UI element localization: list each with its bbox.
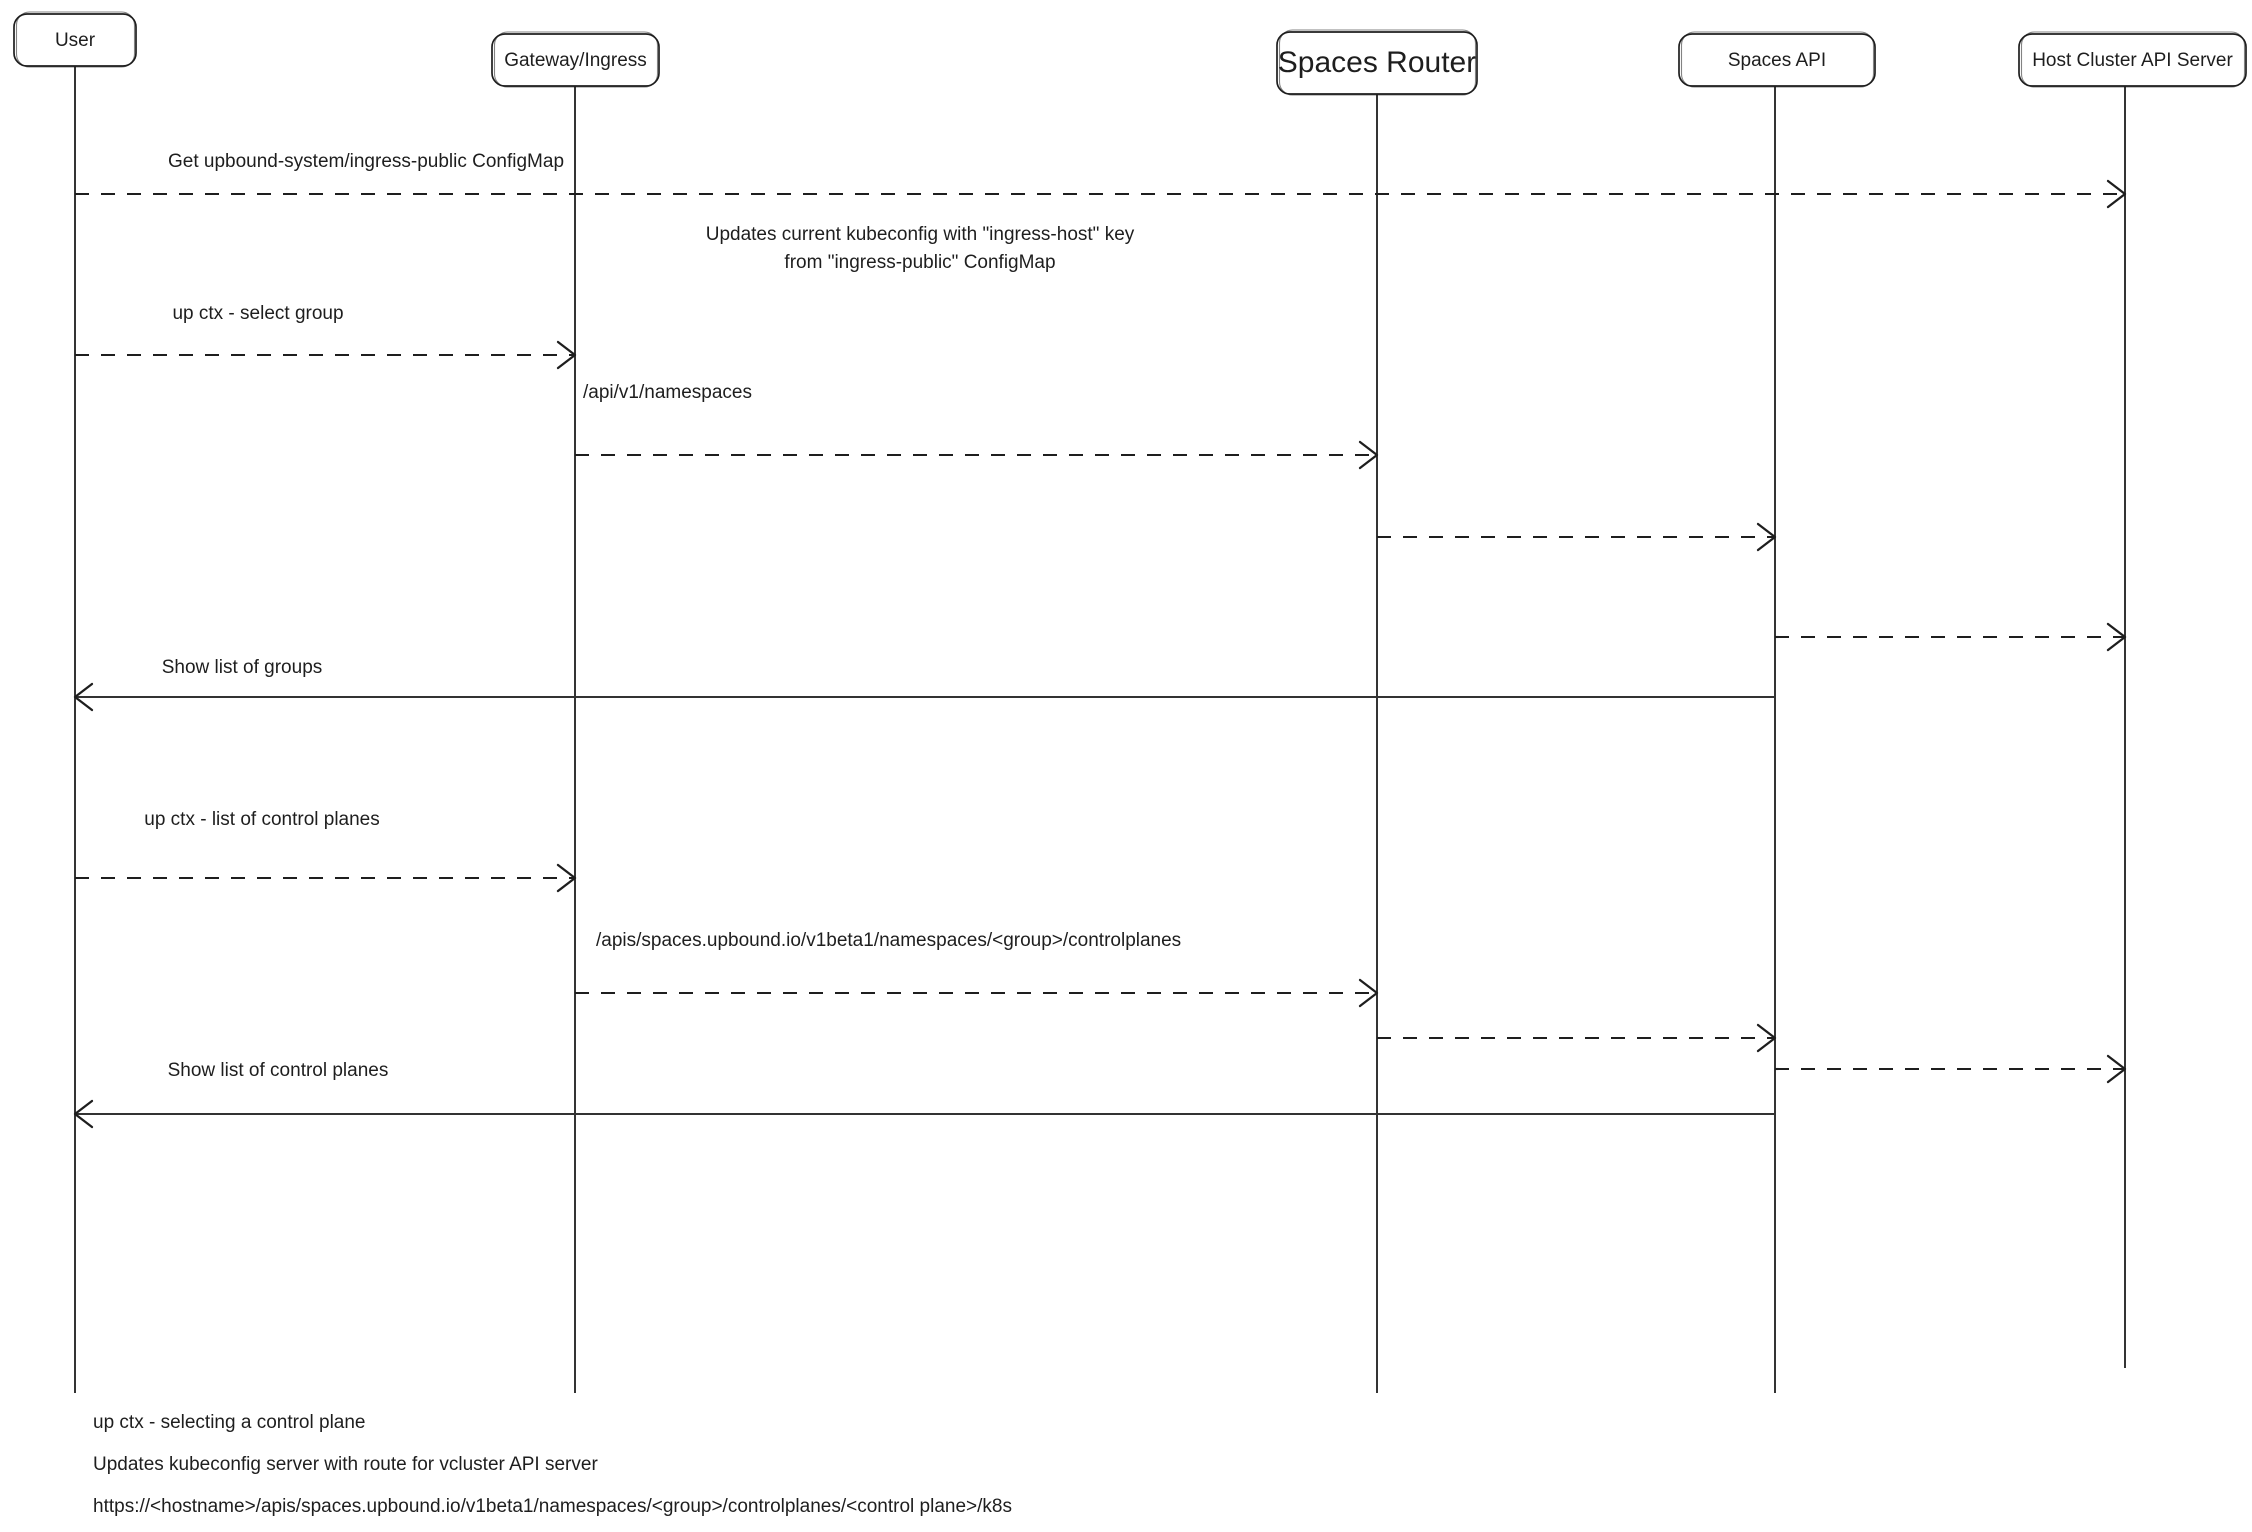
message-m1: Get upbound-system/ingress-public Config… <box>75 151 2127 209</box>
arrow-head-icon <box>1358 440 1379 470</box>
message-label: Updates current kubeconfig with "ingress… <box>706 224 1135 245</box>
participant-box-user[interactable]: User <box>13 11 137 68</box>
message-m6 <box>1775 622 2127 652</box>
arrow-head-icon <box>1756 522 1777 552</box>
arrow-head-icon <box>2106 179 2127 209</box>
message-m7: Show list of groups <box>73 657 1775 712</box>
arrow-head-icon <box>2106 622 2127 652</box>
message-m12: Show list of control planes <box>73 1060 1775 1129</box>
participant-box-sketch-stroke <box>15 11 136 68</box>
message-m8: up ctx - list of control planes <box>75 809 577 893</box>
participant-box-spapi[interactable]: Spaces API <box>1678 31 1876 88</box>
arrow-head-icon <box>73 1099 94 1129</box>
participant-box-sketch-stroke <box>1278 29 1477 96</box>
message-label: /api/v1/namespaces <box>583 382 752 403</box>
footer-note-n1: up ctx - selecting a control plane <box>93 1412 366 1433</box>
participant-box-router[interactable]: Spaces Router <box>1276 29 1478 96</box>
footer-note-n3: https://<hostname>/apis/spaces.upbound.i… <box>93 1496 1012 1517</box>
participant-label-spapi: Spaces API <box>1728 50 1826 71</box>
participant-box-outline <box>1678 33 1876 87</box>
notes-layer: up ctx - selecting a control planeUpdate… <box>93 1412 1012 1517</box>
messages-layer: Get upbound-system/ingress-public Config… <box>73 151 2127 1129</box>
participant-box-outline <box>1276 31 1478 95</box>
message-label-line2: from "ingress-public" ConfigMap <box>784 252 1055 273</box>
participant-label-gateway: Gateway/Ingress <box>504 50 647 71</box>
participant-box-sketch-stroke <box>2020 31 2246 88</box>
participant-label-hostapi: Host Cluster API Server <box>2032 50 2233 71</box>
lifelines-layer <box>74 66 2126 1393</box>
message-label: /apis/spaces.upbound.io/v1beta1/namespac… <box>596 930 1181 951</box>
message-label: up ctx - select group <box>172 303 343 324</box>
participant-box-gateway[interactable]: Gateway/Ingress <box>491 31 660 88</box>
participant-box-outline <box>2018 33 2247 87</box>
arrow-head-icon <box>2106 1054 2127 1084</box>
arrow-head-icon <box>1756 1023 1777 1053</box>
arrow-head-icon <box>556 340 577 370</box>
arrow-head-icon <box>1358 978 1379 1008</box>
participant-box-outline <box>13 13 137 67</box>
footer-note-n2: Updates kubeconfig server with route for… <box>93 1454 598 1475</box>
participant-box-sketch-stroke <box>493 31 659 88</box>
message-label: Show list of groups <box>162 657 323 678</box>
message-label: Show list of control planes <box>168 1060 389 1081</box>
message-m4: /api/v1/namespaces <box>575 382 1379 470</box>
message-label: up ctx - list of control planes <box>144 809 380 830</box>
message-m2: Updates current kubeconfig with "ingress… <box>706 224 1135 273</box>
participant-box-sketch-stroke <box>1680 31 1875 88</box>
arrow-head-icon <box>73 682 94 712</box>
message-m3: up ctx - select group <box>75 303 577 370</box>
message-m11 <box>1775 1054 2127 1084</box>
message-label: Get upbound-system/ingress-public Config… <box>168 151 564 172</box>
message-m10 <box>1377 1023 1777 1053</box>
participant-box-outline <box>491 33 660 87</box>
participant-label-router: Spaces Router <box>1278 46 1476 79</box>
message-m9: /apis/spaces.upbound.io/v1beta1/namespac… <box>575 930 1379 1008</box>
participant-box-hostapi[interactable]: Host Cluster API Server <box>2018 31 2247 88</box>
arrow-head-icon <box>556 863 577 893</box>
participant-label-user: User <box>55 30 96 51</box>
message-m5 <box>1377 522 1777 552</box>
